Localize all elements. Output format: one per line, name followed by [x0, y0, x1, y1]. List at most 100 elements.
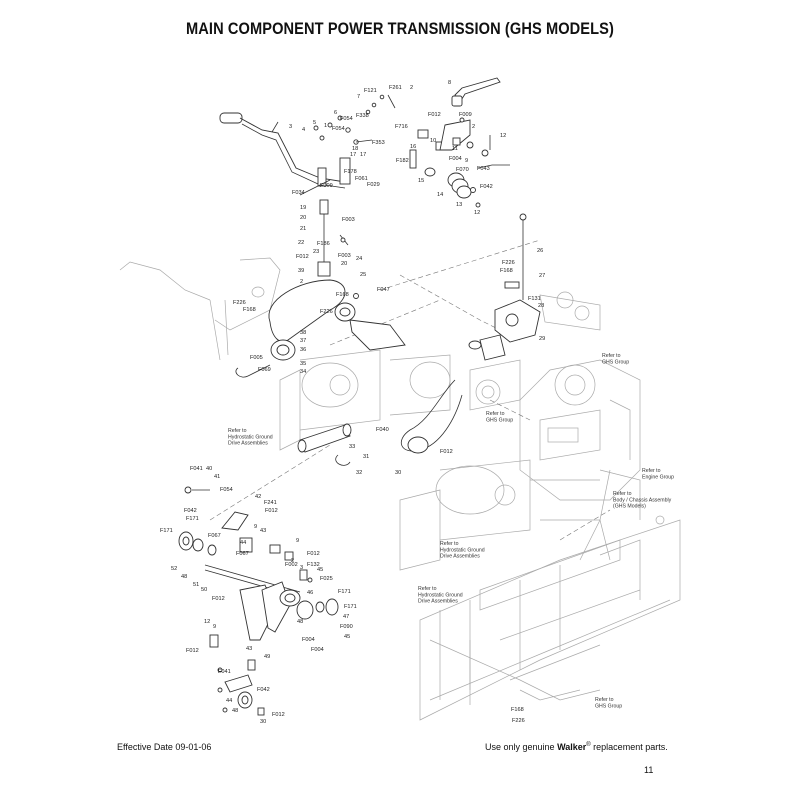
- callout: 20: [300, 215, 306, 221]
- callout: F041: [218, 669, 231, 675]
- callout: 43: [246, 646, 252, 652]
- engine-ghost: [519, 359, 641, 501]
- callout: 11: [452, 146, 458, 152]
- callout: F012: [212, 596, 225, 602]
- callout: F226: [502, 260, 515, 266]
- callout: F067: [208, 533, 221, 539]
- callout: 4: [302, 127, 305, 133]
- callout: 47: [343, 614, 349, 620]
- pedal-linkage-parts: [409, 77, 510, 208]
- callout: 24: [356, 256, 362, 262]
- callout: 20: [341, 261, 347, 267]
- callout: F131: [528, 296, 541, 302]
- callout: F054: [340, 116, 353, 122]
- callout: 21: [300, 226, 306, 232]
- callout: 9: [465, 158, 468, 164]
- callout: F090: [340, 624, 353, 630]
- gearbox-ghost: [469, 291, 601, 411]
- callout: F012: [296, 254, 309, 260]
- callout: F168: [243, 307, 256, 313]
- callout: F168: [336, 292, 349, 298]
- callout: 9: [296, 538, 299, 544]
- ref-engine: Refer to Engine Group: [642, 468, 674, 480]
- callout: 2: [410, 85, 413, 91]
- callout: 31: [363, 454, 369, 460]
- callout: 30: [395, 470, 401, 476]
- callout: 50: [201, 587, 207, 593]
- callout: F353: [372, 140, 385, 146]
- callout: 48: [181, 574, 187, 580]
- callout: F042: [480, 184, 493, 190]
- callout: 26: [537, 248, 543, 254]
- callout: F069: [258, 367, 271, 373]
- callout: F067: [236, 551, 249, 557]
- callout: 27: [539, 273, 545, 279]
- callout: 7: [357, 94, 360, 100]
- callout: F009: [459, 112, 472, 118]
- callout: 22: [298, 240, 304, 246]
- callout: F226: [320, 309, 333, 315]
- callout: F012: [428, 112, 441, 118]
- callout: F061: [355, 176, 368, 182]
- callout: F004: [311, 647, 324, 653]
- callout: 3: [289, 124, 292, 130]
- callout: 38: [300, 330, 306, 336]
- reference-dashes: [209, 239, 611, 541]
- callout: F716: [395, 124, 408, 130]
- callout: F168: [500, 268, 513, 274]
- ref-hydro-3: Refer to Hydrostatic Ground Drive Assemb…: [418, 586, 464, 605]
- callout: F029: [367, 182, 380, 188]
- callout: 1: [324, 123, 327, 129]
- control-lever-assembly: [219, 94, 396, 299]
- callout: 25: [360, 272, 366, 278]
- input-shaft: [297, 423, 352, 466]
- callout: 39: [298, 268, 304, 274]
- callout: 35: [300, 361, 306, 367]
- callout: 2: [300, 279, 303, 285]
- callout: F004: [449, 156, 462, 162]
- page-number: 11: [644, 765, 654, 775]
- callout: F171: [338, 589, 351, 595]
- callout: F002: [285, 562, 298, 568]
- callout: 33: [349, 444, 355, 450]
- callout: F005: [250, 355, 263, 361]
- callout: F338: [356, 113, 369, 119]
- callout: F043: [477, 166, 490, 172]
- callout: F054: [332, 126, 345, 132]
- callout: 42: [255, 494, 261, 500]
- callout: 2: [472, 124, 475, 130]
- callout: 9: [213, 624, 216, 630]
- belt-pulley-cluster: [119, 257, 406, 378]
- callout: 45: [344, 634, 350, 640]
- callout: F132: [307, 562, 320, 568]
- callout: F009: [320, 183, 333, 189]
- callout: 41: [214, 474, 220, 480]
- callout: F012: [307, 551, 320, 557]
- callout: F012: [265, 508, 278, 514]
- callout: 46: [307, 590, 313, 596]
- callout: 29: [539, 336, 545, 342]
- callout: 28: [538, 303, 544, 309]
- ref-body: Refer to Body / Chassis Assembly (GHS Mo…: [613, 491, 673, 510]
- callout: 23: [313, 249, 319, 255]
- callout: 17: [350, 152, 356, 158]
- callout: F003: [338, 253, 351, 259]
- callout: 6: [334, 110, 337, 116]
- callout: F040: [376, 427, 389, 433]
- callout: F241: [264, 500, 277, 506]
- ref-ghs-3: Refer to GHS Group: [595, 697, 622, 709]
- callout: 2: [291, 558, 294, 564]
- callout: F034: [292, 190, 305, 196]
- callout: F012: [272, 712, 285, 718]
- callout: F226: [512, 718, 525, 724]
- callout: F012: [440, 449, 453, 455]
- callout: 30: [260, 719, 266, 725]
- callout: F186: [317, 241, 330, 247]
- brand-name: Walker: [557, 742, 587, 752]
- callout: F054: [220, 487, 233, 493]
- callout: 44: [226, 698, 232, 704]
- callout: 15: [418, 178, 424, 184]
- callout: 10: [430, 138, 436, 144]
- callout: F042: [257, 687, 270, 693]
- callout: 34: [300, 369, 306, 375]
